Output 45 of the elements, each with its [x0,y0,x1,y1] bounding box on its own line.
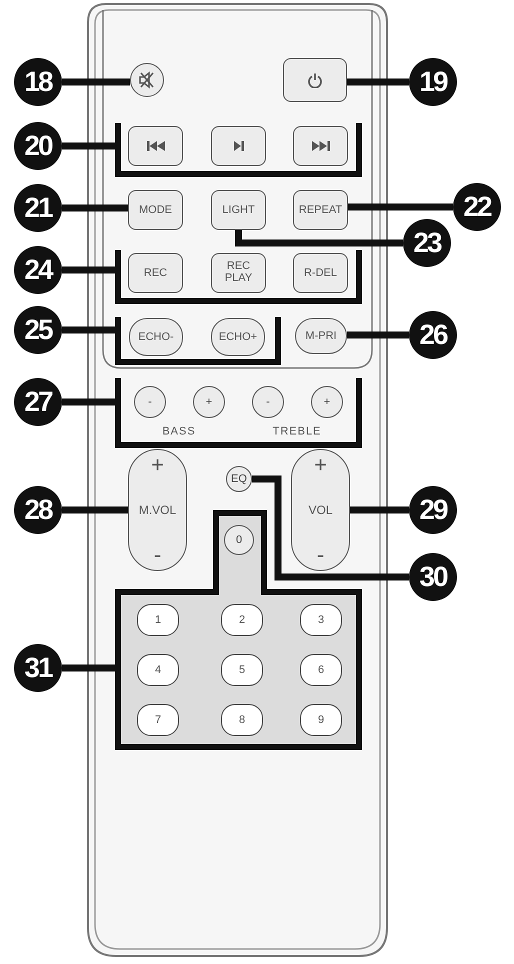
callout-number: 25 [14,306,62,354]
callout-number: 20 [14,122,62,170]
callout-number: 24 [14,246,62,294]
remote-button [293,126,348,166]
leader-line [62,506,128,514]
callout-number: 28 [14,486,62,534]
remote-button: R-DEL [293,253,348,293]
remote-button: LIGHT [211,190,266,230]
remote-button [128,126,183,166]
remote-button: REC PLAY [211,253,266,293]
bracket [115,317,281,365]
callout-number: 21 [14,184,62,232]
remote-button [211,126,266,166]
leader-line [62,204,128,212]
leader-line [347,332,409,338]
leader-line [62,142,115,150]
leader-line [62,266,115,274]
callout-number: 29 [409,486,457,534]
callout-number: 27 [14,378,62,426]
leader-line [62,398,115,406]
remote-button: REC [128,253,183,293]
volume-rocker: + M.VOL - [128,449,187,571]
bracket [115,250,362,304]
callout-number: 22 [453,183,501,231]
leader-line [347,78,409,86]
volume-rocker: + VOL - [291,449,350,571]
callout-number: 23 [403,219,451,267]
callout-number: 30 [409,553,457,601]
bracket [115,123,362,177]
button-label: BASS [162,426,196,438]
leader-line [62,326,115,334]
leader-line [348,204,453,210]
bracket [115,378,362,448]
callout-number: 26 [409,311,457,359]
remote-button: MODE [128,190,183,230]
leader-line [62,664,115,672]
leader-line [350,506,409,514]
callout-number: 19 [409,58,457,106]
leader-line [235,230,403,246]
leader-line [62,78,130,86]
callout-number: 31 [14,644,62,692]
callout-number: 18 [14,58,62,106]
remote-button [283,58,347,102]
remote-button: REPEAT [293,190,348,230]
button-label: TREBLE [272,426,322,438]
